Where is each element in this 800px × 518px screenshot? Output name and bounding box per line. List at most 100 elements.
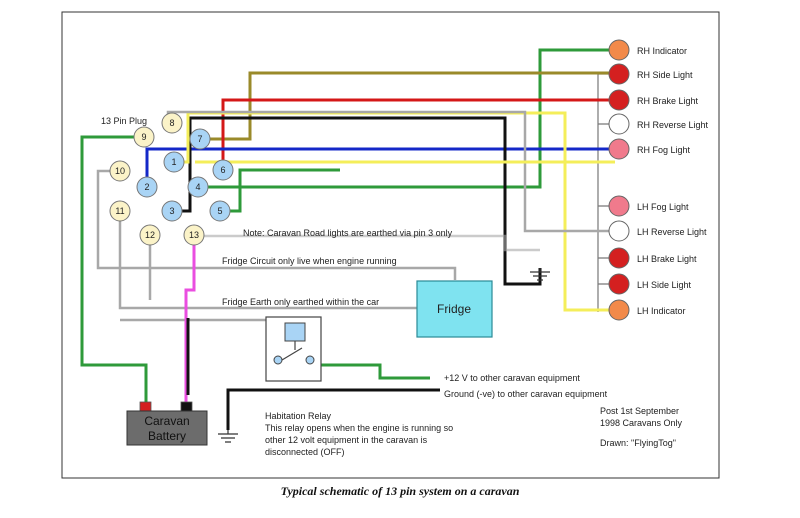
pin-8-circle <box>161 112 183 134</box>
diagram-frame <box>61 11 720 479</box>
pin-1-label: 1 <box>171 157 176 167</box>
light-lh-reverse-label: LH Reverse Light <box>637 227 707 237</box>
pin-1: 1 <box>163 151 185 173</box>
fridge-earth-note: Fridge Earth only earthed within the car <box>222 297 379 307</box>
relay-contact-left <box>273 355 283 365</box>
relay-text-line1: Habitation Relay <box>265 411 332 421</box>
light-lh-side: LH Side Light <box>608 273 692 295</box>
pin-9: 9 <box>133 126 155 148</box>
fridge-label: Fridge <box>437 302 471 316</box>
light-group: RH Indicator RH Side Light RH Brake Ligh… <box>608 39 709 321</box>
pin-7: 7 <box>189 128 211 150</box>
light-lh-indicator-bulb <box>608 299 630 321</box>
light-lh-brake-label: LH Brake Light <box>637 254 697 264</box>
light-lh-side-label: LH Side Light <box>637 280 692 290</box>
wire-green-rh-indicator <box>197 48 615 189</box>
post-note-line2: 1998 Caravans Only <box>600 418 683 428</box>
battery-label-line2: Battery <box>148 429 186 443</box>
pin-11: 11 <box>109 200 131 222</box>
pin-8-label: 8 <box>169 118 174 128</box>
light-lh-brake-bulb <box>608 247 630 269</box>
pin-12: 12 <box>139 224 161 246</box>
wire-green-plus12 <box>320 363 430 380</box>
plug-label: 13 Pin Plug <box>101 116 147 126</box>
pin-6-label: 6 <box>220 165 225 175</box>
fridge: Fridge <box>416 280 493 338</box>
wire-grey-fridge-earth <box>118 211 417 310</box>
post-note-line1: Post 1st September <box>600 406 679 416</box>
light-lh-fog: LH Fog Light <box>608 195 689 217</box>
ground-icon-lights <box>530 268 550 281</box>
light-lh-reverse-bulb <box>608 220 630 242</box>
pin-13: 13 <box>183 224 205 246</box>
pin-6: 6 <box>212 159 234 181</box>
pin-10-circle <box>109 160 131 182</box>
pin-1-circle <box>163 151 185 173</box>
battery-negative-terminal <box>180 401 193 412</box>
pin-8: 8 <box>161 112 183 134</box>
wire-black-ground <box>186 318 440 430</box>
pin-3-label: 3 <box>169 206 174 216</box>
pin-11-label: 11 <box>115 206 124 216</box>
wire-green-pin9 <box>80 135 148 404</box>
fridge-box <box>416 280 493 338</box>
pin-13-label: 13 <box>189 230 199 240</box>
light-rh-side-bulb <box>608 63 630 85</box>
light-lh-indicator: LH Indicator <box>608 299 686 321</box>
caravan-battery: Caravan Battery <box>126 401 208 446</box>
light-lh-indicator-label: LH Indicator <box>637 306 686 316</box>
light-rh-reverse-bulb <box>608 113 630 135</box>
light-lh-fog-bulb <box>608 195 630 217</box>
pin-5: 5 <box>209 200 231 222</box>
drawn-by: Drawn: "FlyingTog" <box>600 438 676 448</box>
light-rh-brake-bulb <box>608 89 630 111</box>
light-rh-brake-label: RH Brake Light <box>637 96 699 106</box>
pin-3: 3 <box>161 200 183 222</box>
pin-12-circle <box>139 224 161 246</box>
light-lh-brake: LH Brake Light <box>608 247 697 269</box>
battery-label-line1: Caravan <box>144 414 189 428</box>
pin-7-circle <box>189 128 211 150</box>
wire-black-earth <box>172 116 542 286</box>
battery-body <box>126 410 208 446</box>
relay-text-line2: This relay opens when the engine is runn… <box>265 423 453 433</box>
light-lh-side-bulb <box>608 273 630 295</box>
battery-positive-terminal <box>139 401 152 412</box>
pin-10-label: 10 <box>115 166 125 176</box>
wire-blue-rh-fog <box>145 147 615 187</box>
light-rh-reverse: RH Reverse Light <box>608 113 709 135</box>
light-rh-side-label: RH Side Light <box>637 70 693 80</box>
pin-group: 1 2 3 4 5 6 7 8 9 10 11 12 13 <box>109 112 234 246</box>
pin-13-circle <box>183 224 205 246</box>
wire-magenta-pin13 <box>184 236 196 404</box>
earth-note: Note: Caravan Road lights are earthed vi… <box>243 228 453 238</box>
light-rh-indicator-bulb <box>608 39 630 61</box>
relay-switch-arm <box>281 341 303 361</box>
pin-5-circle <box>209 200 231 222</box>
relay-text-line3: other 12 volt equipment in the caravan i… <box>265 435 428 445</box>
relay-coil <box>284 322 306 342</box>
wire-olive-rh-side <box>200 71 615 141</box>
light-rh-brake: RH Brake Light <box>608 89 699 111</box>
ground-symbols <box>218 268 550 443</box>
pin-2-circle <box>136 176 158 198</box>
ground-note: Ground (-ve) to other caravan equipment <box>444 389 608 399</box>
pin-9-label: 9 <box>141 132 146 142</box>
light-rh-indicator-label: RH Indicator <box>637 46 687 56</box>
diagram-caption: Typical schematic of 13 pin system on a … <box>280 484 520 498</box>
pin-4-circle <box>187 176 209 198</box>
light-rh-reverse-label: RH Reverse Light <box>637 120 709 130</box>
light-lh-reverse: LH Reverse Light <box>608 220 707 242</box>
light-lh-fog-label: LH Fog Light <box>637 202 689 212</box>
light-rh-fog-bulb <box>608 138 630 160</box>
light-rh-fog-label: RH Fog Light <box>637 145 691 155</box>
pin-10: 10 <box>109 160 131 182</box>
habitation-relay <box>265 316 322 382</box>
fridge-circuit-note: Fridge Circuit only live when engine run… <box>222 256 397 266</box>
relay-description: Habitation Relay This relay opens when t… <box>265 411 453 457</box>
pin-11-circle <box>109 200 131 222</box>
pin-2: 2 <box>136 176 158 198</box>
plus12-note: +12 V to other caravan equipment <box>444 373 580 383</box>
pin-3-circle <box>161 200 183 222</box>
